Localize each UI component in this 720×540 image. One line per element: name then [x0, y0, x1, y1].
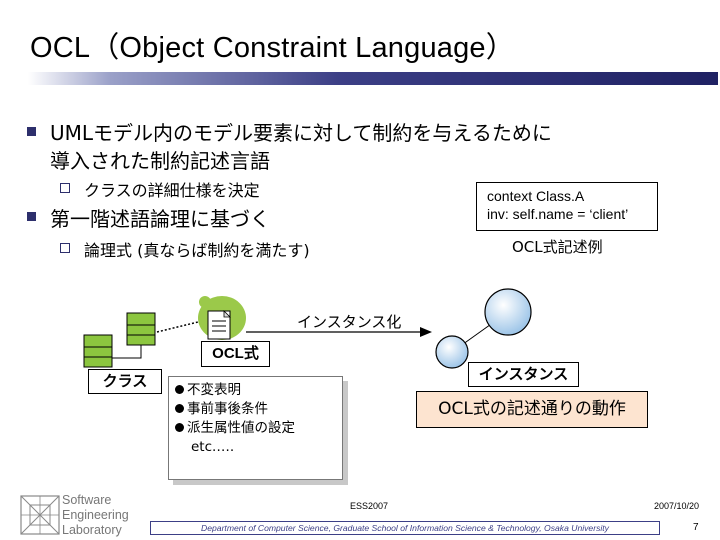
- note-etc: etc.….: [191, 439, 235, 455]
- square-bullet-icon: [27, 212, 36, 221]
- bullet-dot-icon: [175, 404, 184, 413]
- association-line: [156, 321, 199, 333]
- instance-label: インスタンス: [468, 362, 579, 387]
- bullet-dot-icon: [175, 423, 184, 432]
- instantiate-label: インスタンス化: [297, 313, 402, 331]
- bullet-1-sub: クラスの詳細仕様を決定: [84, 181, 260, 200]
- footer-event: ESS2007: [350, 501, 389, 511]
- behavior-box: OCL式の記述通りの動作: [416, 391, 648, 428]
- class-diagram-icon: [83, 312, 156, 368]
- ocl-example-caption: OCL式記述例: [512, 238, 603, 256]
- bullet-1-line-1: UMLモデル内のモデル要素に対して制約を与えるために: [50, 121, 552, 145]
- ocl-example-box: context Class.A inv: self.name = ‘client…: [476, 182, 658, 231]
- hollow-square-bullet-icon: [60, 243, 70, 253]
- bullet-dot-icon: [175, 385, 184, 394]
- title-divider: [28, 72, 718, 85]
- node-icon: [435, 288, 532, 369]
- page-title: OCL（Object Constraint Language）: [30, 32, 515, 64]
- arrowhead-icon: [420, 327, 432, 337]
- square-bullet-icon: [27, 127, 36, 136]
- ocl-example-line-2: inv: self.name = ‘client’: [487, 206, 629, 222]
- document-icon: [198, 296, 246, 340]
- ocl-expression-label: OCL式: [201, 341, 270, 367]
- page-number: 7: [693, 522, 699, 533]
- bullet-1-line-2: 導入された制約記述言語: [50, 149, 270, 173]
- footer-date: 2007/10/20: [654, 501, 700, 511]
- bullet-2: 第一階述語論理に基づく: [50, 207, 270, 231]
- note-item: 不変表明: [175, 381, 342, 400]
- lab-logo-text: Software Engineering Laboratory: [62, 493, 129, 537]
- class-label: クラス: [88, 369, 162, 394]
- footer-department: Department of Computer Science, Graduate…: [150, 521, 660, 535]
- ocl-usage-note: 不変表明 事前事後条件 派生属性値の設定 etc.….: [168, 376, 343, 480]
- note-item: 事前事後条件: [175, 400, 342, 419]
- sel-logo-icon: [20, 495, 60, 535]
- bullet-2-sub: 論理式 (真ならば制約を満たす): [84, 241, 310, 260]
- note-item: 派生属性値の設定: [175, 419, 342, 438]
- ocl-example-line-1: context Class.A: [487, 188, 585, 204]
- hollow-square-bullet-icon: [60, 183, 70, 193]
